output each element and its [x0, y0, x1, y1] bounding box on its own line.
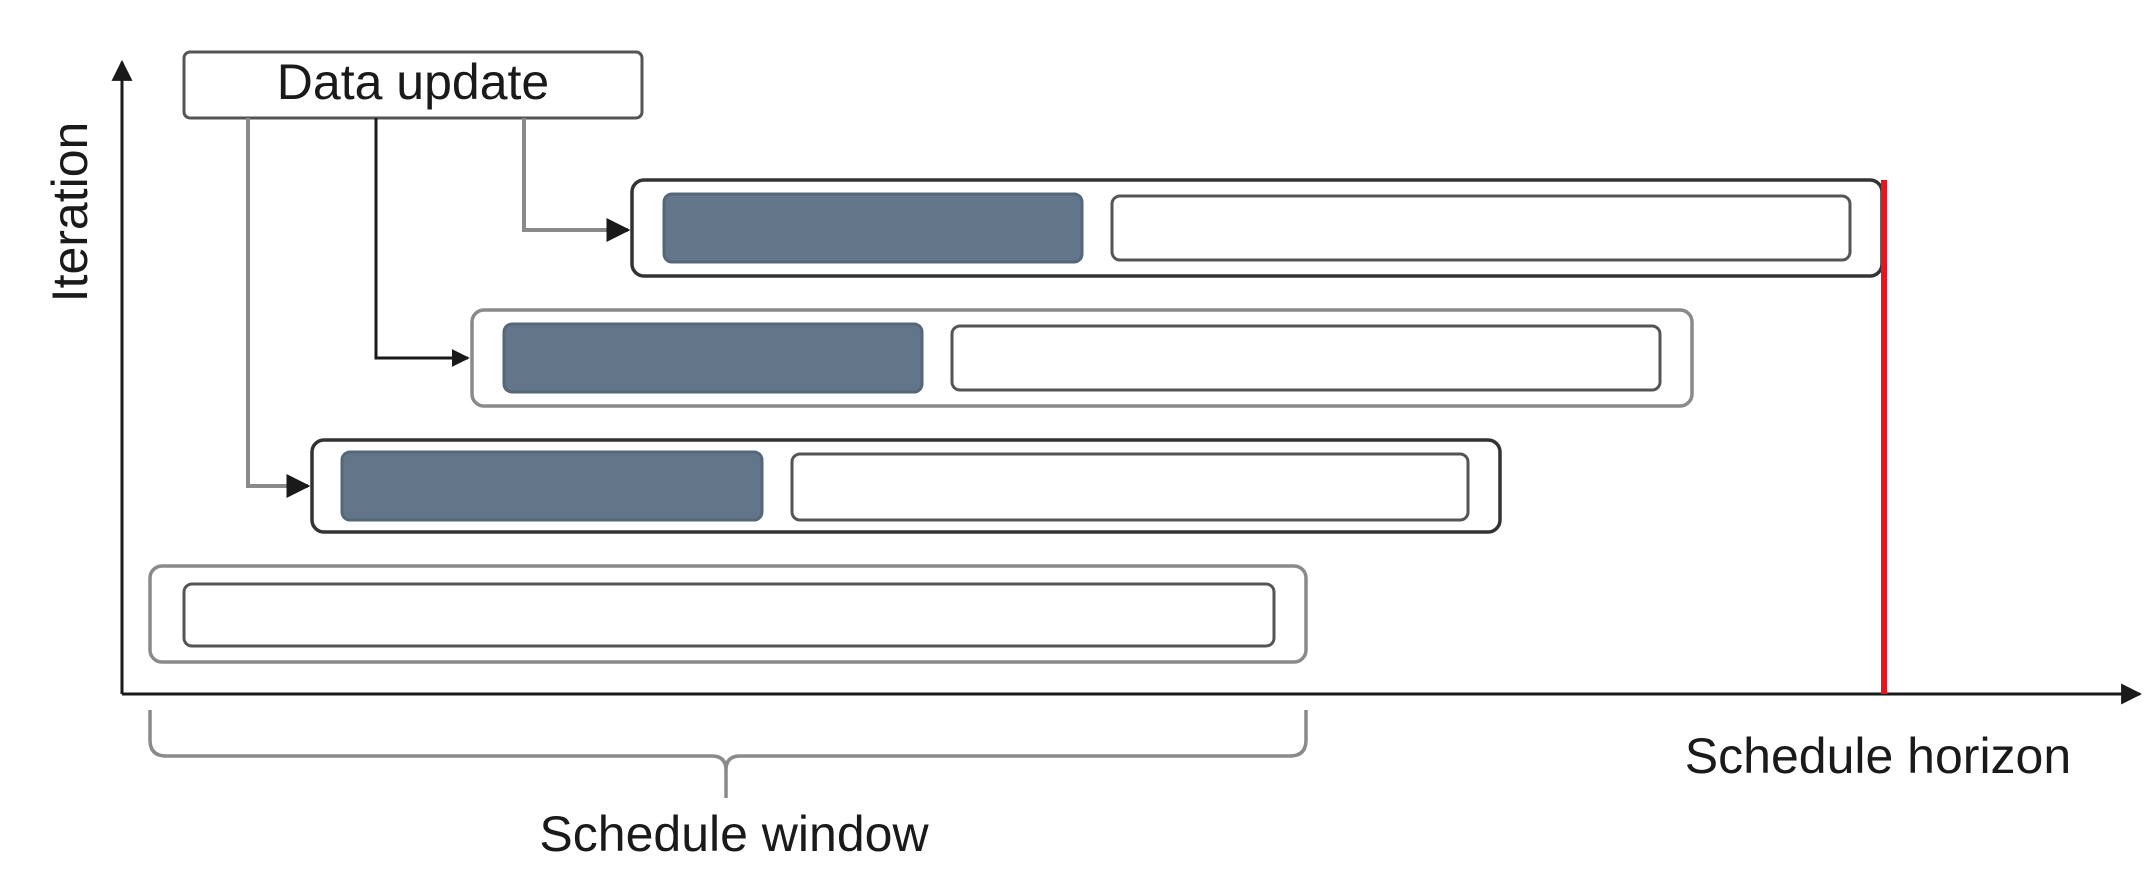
iteration-3-executed-block [662, 192, 1084, 264]
data-update-label: Data update [277, 54, 549, 110]
iteration-row-0 [148, 564, 1308, 664]
iteration-row-3 [630, 178, 1884, 278]
data-update-box [182, 50, 644, 120]
iteration-0-planned-block [182, 582, 1276, 648]
iteration-2-executed-block [502, 322, 924, 394]
update-arrow-iteration-1 [246, 118, 311, 498]
iteration-1-planned-block [790, 452, 1470, 522]
iteration-2-planned-block [950, 324, 1662, 392]
schedule-window-label: Schedule window [539, 806, 929, 862]
iteration-row-1 [310, 438, 1502, 534]
iteration-3-planned-block [1110, 194, 1852, 262]
update-arrow-iteration-2 [374, 118, 470, 367]
schedule-window-brace [148, 710, 1308, 798]
schedule-horizon-label: Schedule horizon [1685, 728, 2071, 784]
iteration-row-2 [470, 308, 1694, 408]
y-axis-label: Iteration [42, 122, 98, 303]
update-arrow-iteration-3 [522, 118, 631, 242]
iteration-1-executed-block [340, 450, 764, 522]
